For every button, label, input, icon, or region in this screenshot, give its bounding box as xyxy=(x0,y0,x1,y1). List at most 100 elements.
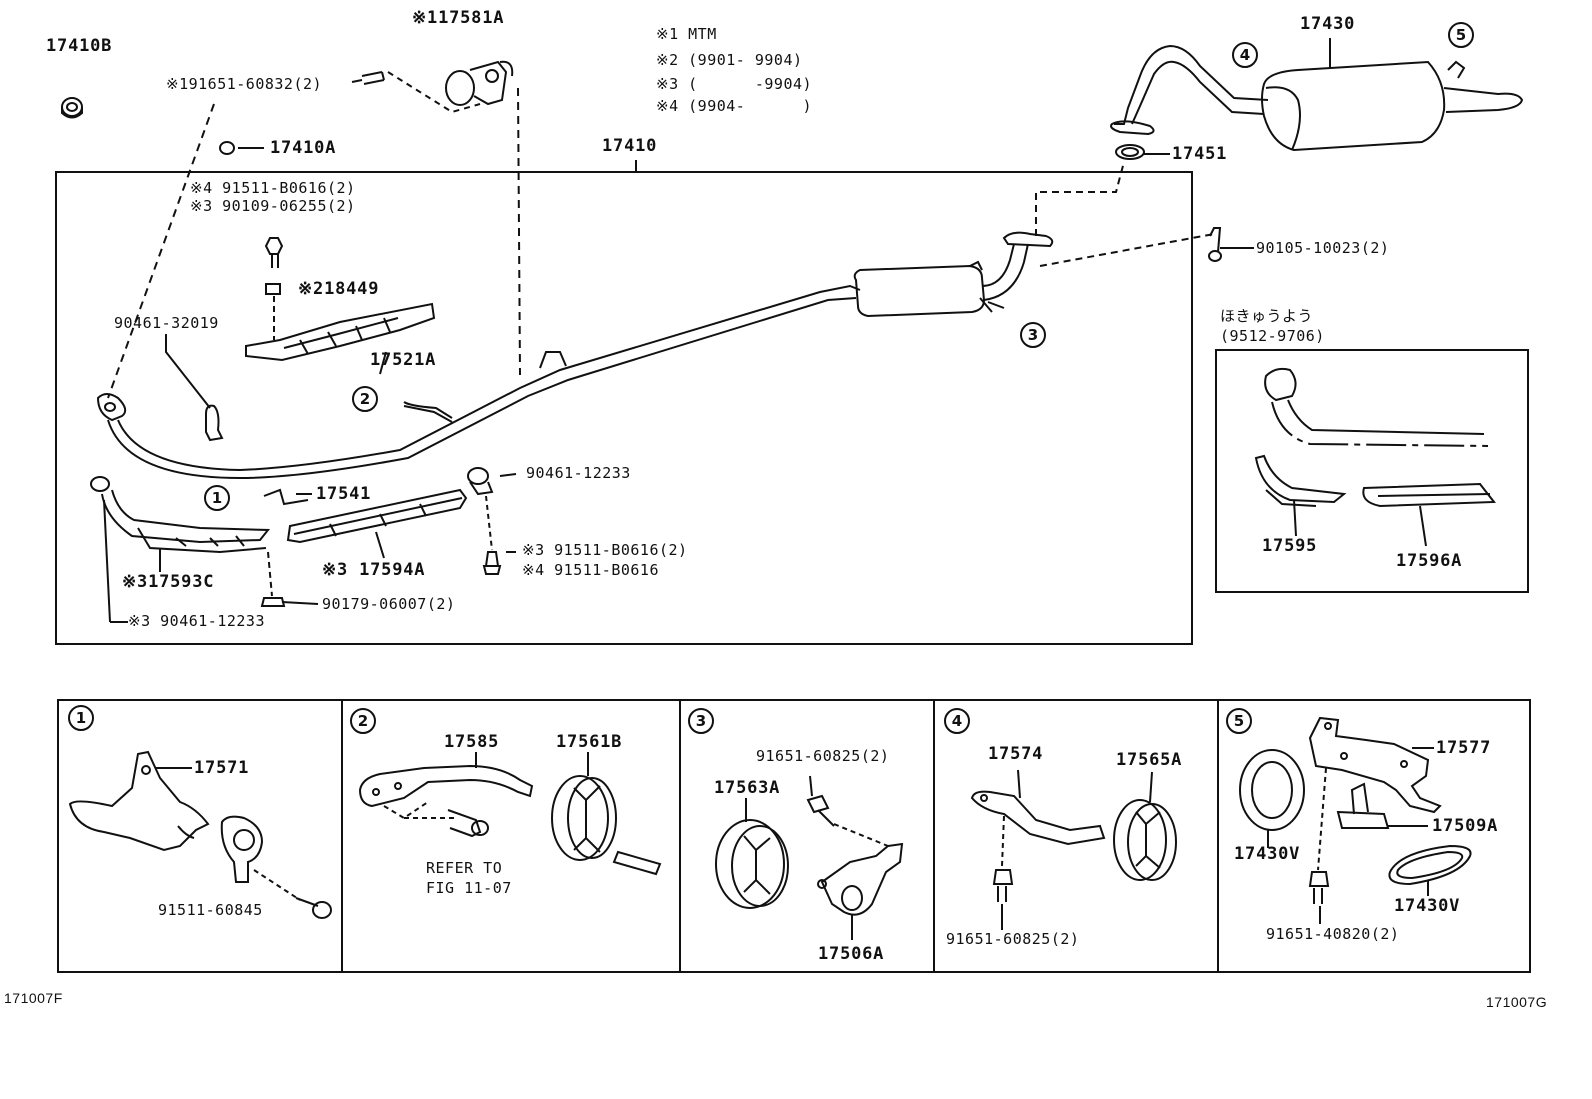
label-17594A: ※3 17594A xyxy=(322,560,426,580)
callout-1: 1 xyxy=(204,485,230,511)
detail4-rubber-17565A xyxy=(1113,799,1177,881)
label-17509A: 17509A xyxy=(1432,816,1499,836)
callout-4: 4 xyxy=(1232,42,1258,68)
bolt-top xyxy=(351,71,385,85)
label-17451: 17451 xyxy=(1172,144,1228,164)
label-17581A: ※117581A xyxy=(412,8,505,28)
label-17430V-ring: 17430V xyxy=(1234,844,1301,864)
note-line-1: ※1 MTM xyxy=(656,25,717,43)
note-line-2: ※2 (9901- 9904) xyxy=(656,51,803,69)
label-17430V-flat: 17430V xyxy=(1394,896,1461,916)
label-18449: ※218449 xyxy=(298,279,380,299)
bolt-90105 xyxy=(1208,227,1222,262)
detail5-ring-flat-17430V xyxy=(1388,844,1472,886)
detail3-number: 3 xyxy=(688,708,714,734)
detail1-bolt xyxy=(295,897,332,919)
detail3-bracket-17506A xyxy=(817,842,904,916)
label-note3-12233: ※3 90461-12233 xyxy=(128,612,265,630)
detail2-number: 2 xyxy=(350,708,376,734)
label-note3-06255: ※3 90109-06255(2) xyxy=(190,197,356,215)
label-17577: 17577 xyxy=(1436,738,1492,758)
label-17596A: 17596A xyxy=(1396,551,1463,571)
footer-right-code: 171007G xyxy=(1486,994,1548,1010)
repair-kit-frame xyxy=(1215,349,1529,593)
bolt-91511-b0616 xyxy=(482,551,502,575)
label-17561B: 17561B xyxy=(556,732,623,752)
nut-17410A xyxy=(219,141,235,155)
detail1-clamp xyxy=(220,815,264,883)
detail4-number: 4 xyxy=(944,708,970,734)
label-17571: 17571 xyxy=(194,758,250,778)
detail2-bracket-17585 xyxy=(358,764,534,808)
clamp-90461-12233 xyxy=(467,467,494,496)
detail4-bolt xyxy=(992,869,1014,902)
label-d1-bolt: 91511-60845 xyxy=(158,901,263,919)
detail5-bracket-17577 xyxy=(1308,716,1442,814)
callout-5: 5 xyxy=(1448,22,1474,48)
detail2-pin xyxy=(612,850,662,876)
leader-dash xyxy=(387,71,481,114)
label-17410B: 17410B xyxy=(46,36,113,56)
label-17565A: 17565A xyxy=(1116,750,1183,770)
tail-pipe-muffler-17430 xyxy=(1110,44,1524,152)
gasket-17410B xyxy=(61,97,83,119)
label-d3-bolt: 91651-60825(2) xyxy=(756,747,890,765)
label-note3-b0616: ※3 91511-B0616(2) xyxy=(522,541,688,559)
detail5-ring-17430V xyxy=(1239,749,1305,831)
label-17430: 17430 xyxy=(1300,14,1356,34)
label-17410: 17410 xyxy=(602,136,658,156)
detail4-bracket-17574 xyxy=(970,790,1106,846)
spacer-18449 xyxy=(265,283,281,295)
label-17574: 17574 xyxy=(988,744,1044,764)
detail3-rubber-17563A xyxy=(715,819,789,909)
detail1-number: 1 xyxy=(68,705,94,731)
repair-kit-title: ほきゅうよう xyxy=(1220,307,1314,325)
gasket-17451 xyxy=(1115,144,1145,160)
detail2-rubber-17561B xyxy=(551,775,617,861)
callout-2: 2 xyxy=(352,386,378,412)
label-bolt-90105: 90105-10023(2) xyxy=(1256,239,1390,257)
label-d5-bolt: 91651-40820(2) xyxy=(1266,925,1400,943)
label-17563A: 17563A xyxy=(714,778,781,798)
bolt-90109 xyxy=(264,237,284,268)
footer-left-code: 171007F xyxy=(4,990,63,1006)
front-exhaust-pipe-17410 xyxy=(96,231,1054,480)
label-17593C: ※317593C xyxy=(122,572,215,592)
label-17506A: 17506A xyxy=(818,944,885,964)
detail1-bracket-17571 xyxy=(68,750,210,852)
detail2-bolt xyxy=(447,809,489,838)
detail3-bolt xyxy=(806,794,835,827)
label-clamp-12233: 90461-12233 xyxy=(526,464,631,482)
insulator-17594A xyxy=(286,488,468,544)
label-refer-to: REFER TO xyxy=(426,859,503,877)
label-note4-b0616: ※4 91511-B0616(2) xyxy=(190,179,356,197)
label-refer-fig: FIG 11-07 xyxy=(426,879,512,897)
insulator-17596A xyxy=(1362,482,1496,508)
label-clamp-32019: 90461-32019 xyxy=(114,314,219,332)
clamp-90461-32019 xyxy=(205,404,224,442)
label-d4-bolt: 91651-60825(2) xyxy=(946,930,1080,948)
insulator-17595 xyxy=(1254,454,1347,507)
label-17410A: 17410A xyxy=(270,138,337,158)
label-note4-b0616b: ※4 91511-B0616 xyxy=(522,561,659,579)
hanger-17581A xyxy=(445,60,514,106)
repair-pipe xyxy=(1264,367,1489,447)
label-nut-06007: 90179-06007(2) xyxy=(322,595,456,613)
label-bolt-60832: ※191651-60832(2) xyxy=(166,75,323,93)
detail-frame xyxy=(57,699,1531,973)
label-17541: 17541 xyxy=(316,484,372,504)
detail5-bolt xyxy=(1308,871,1330,904)
insulator-17593C xyxy=(90,476,271,554)
nut-90179 xyxy=(260,597,286,607)
label-17595: 17595 xyxy=(1262,536,1318,556)
main-assembly-frame xyxy=(55,171,1193,645)
detail5-insulator-17509A xyxy=(1336,782,1390,829)
repair-kit-range: (9512-9706) xyxy=(1220,327,1325,345)
bracket-17541 xyxy=(263,488,309,506)
note-line-3: ※3 ( -9904) xyxy=(656,75,813,93)
heat-insulator-17521A xyxy=(245,302,436,362)
label-17585: 17585 xyxy=(444,732,500,752)
detail5-number: 5 xyxy=(1226,708,1252,734)
